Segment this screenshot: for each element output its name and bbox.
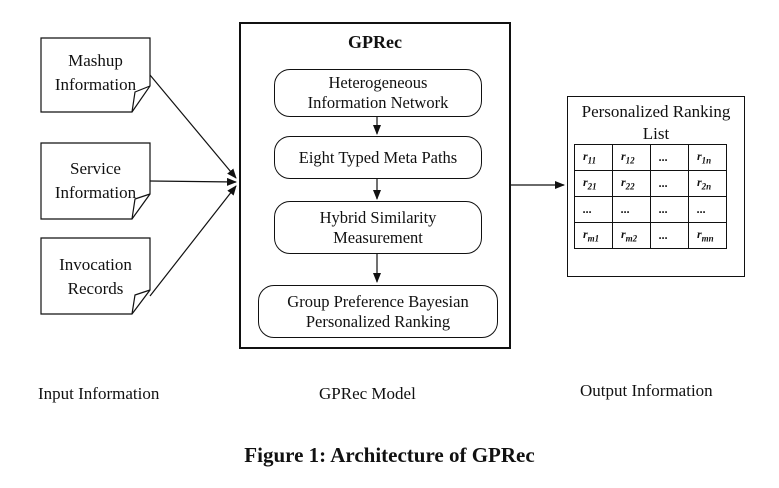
- matrix-cell: ...: [650, 196, 689, 223]
- stage-line1: Heterogeneous: [328, 73, 428, 92]
- input-invocation-records: Invocation Records: [41, 254, 150, 304]
- model-title: GPRec: [348, 32, 402, 52]
- matrix-cell: ...: [612, 196, 651, 223]
- output-title-line1: Personalized Ranking: [581, 102, 731, 121]
- matrix-row: r11 r12 ... r1n: [574, 144, 727, 171]
- matrix-row: ... ... ... ...: [574, 196, 727, 223]
- output-information-label: Output Information: [580, 381, 713, 400]
- ranking-matrix: r11 r12 ... r1n r21 r22 ... r2n ... ... …: [574, 144, 727, 249]
- stage-line1: Hybrid Similarity: [319, 207, 437, 227]
- personalized-ranking-list-box: Personalized Ranking List r11 r12 ... r1…: [567, 96, 745, 277]
- matrix-row: r21 r22 ... r2n: [574, 170, 727, 197]
- figure-caption: Figure 1: Architecture of GPRec: [244, 443, 535, 467]
- matrix-cell: rmn: [688, 222, 727, 249]
- matrix-cell: r22: [612, 170, 651, 197]
- stage-group-preference-bpr: Group Preference Bayesian Personalized R…: [258, 285, 498, 338]
- stage-line1: Eight Typed Meta Paths: [298, 147, 458, 167]
- input-doc-shape-1: [40, 37, 151, 113]
- output-title: Personalized Ranking List: [568, 101, 744, 145]
- gprec-model-box: GPRec: [239, 22, 511, 349]
- input-label-line2: Records: [67, 279, 124, 298]
- input-doc-shape-3: [40, 237, 151, 315]
- stage-line2: Measurement: [333, 227, 423, 247]
- matrix-cell: ...: [574, 196, 613, 223]
- stage-heterogeneous-information-network: Heterogeneous Information Network: [274, 69, 482, 117]
- stage-line2: Information Network: [307, 93, 449, 112]
- matrix-cell: r21: [574, 170, 613, 197]
- gprec-model-label: GPRec Model: [319, 384, 416, 403]
- input-label-line2: Information: [54, 75, 137, 94]
- stage-eight-typed-meta-paths: Eight Typed Meta Paths: [274, 136, 482, 179]
- arrow-invocation-to-model: [149, 185, 237, 297]
- matrix-cell: rm2: [612, 222, 651, 249]
- input-label-line1: Service: [70, 159, 121, 178]
- matrix-cell: r2n: [688, 170, 727, 197]
- matrix-cell: rm1: [574, 222, 613, 249]
- input-label-line2: Information: [54, 183, 137, 202]
- matrix-cell: r1n: [688, 144, 727, 171]
- input-label-line1: Invocation: [59, 255, 132, 274]
- stage-hybrid-similarity-measurement: Hybrid Similarity Measurement: [274, 201, 482, 254]
- matrix-cell: ...: [688, 196, 727, 223]
- stage-line1: Group Preference Bayesian: [287, 291, 469, 311]
- matrix-row: rm1 rm2 ... rmn: [574, 222, 727, 249]
- input-information-label: Input Information: [38, 384, 160, 403]
- matrix-cell: r11: [574, 144, 613, 171]
- stage-line2: Personalized Ranking: [305, 311, 451, 331]
- matrix-cell: ...: [650, 170, 689, 197]
- input-service-information: Service Information: [41, 158, 150, 208]
- input-label-line1: Mashup: [68, 51, 123, 70]
- matrix-cell: r12: [612, 144, 651, 171]
- input-doc-shape-2: [40, 142, 151, 220]
- output-title-line2: List: [642, 124, 670, 143]
- arrow-mashup-to-model: [149, 74, 237, 179]
- matrix-cell: ...: [650, 222, 689, 249]
- arrow-service-to-model: [149, 177, 237, 186]
- matrix-cell: ...: [650, 144, 689, 171]
- input-mashup-information: Mashup Information: [41, 50, 150, 100]
